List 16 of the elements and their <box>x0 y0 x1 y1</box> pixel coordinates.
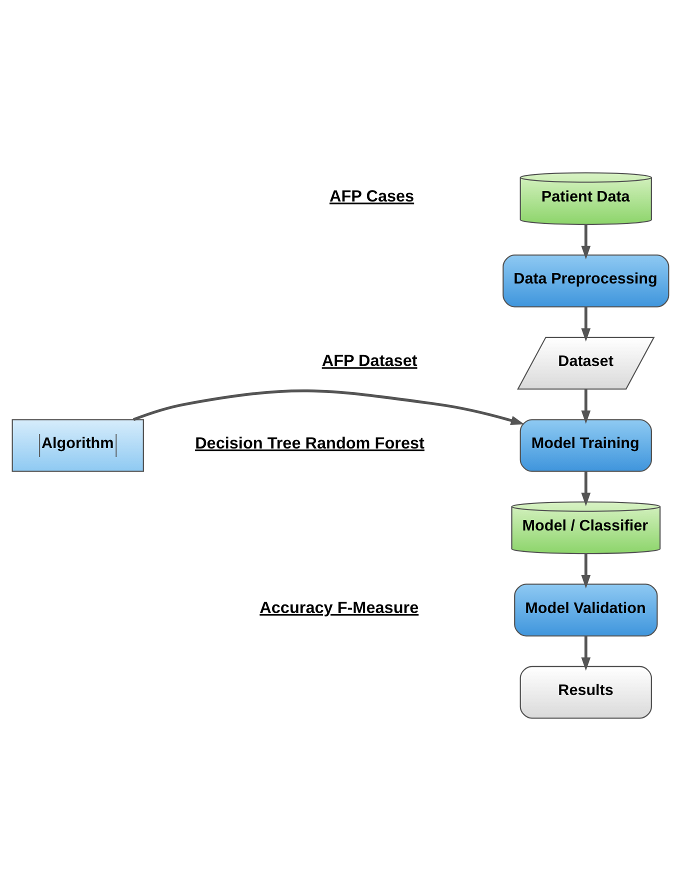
arrow <box>581 306 591 342</box>
node-box: Algorithm <box>12 419 144 472</box>
arrow <box>132 389 524 426</box>
arrow <box>581 389 591 424</box>
label: AFP Dataset <box>322 352 418 370</box>
label: AFP Cases <box>329 188 414 206</box>
node-box: Model Validation <box>514 584 658 636</box>
arrow <box>581 224 591 260</box>
arrow <box>581 471 591 506</box>
node-box: Model Training <box>520 419 652 472</box>
arrow <box>581 554 591 588</box>
label: Accuracy F-Measure <box>260 599 419 618</box>
node-box: Results <box>520 666 652 719</box>
label: Decision Tree Random Forest <box>195 434 424 452</box>
node-box: Data Preprocessing <box>502 254 670 308</box>
arrow <box>581 636 591 671</box>
